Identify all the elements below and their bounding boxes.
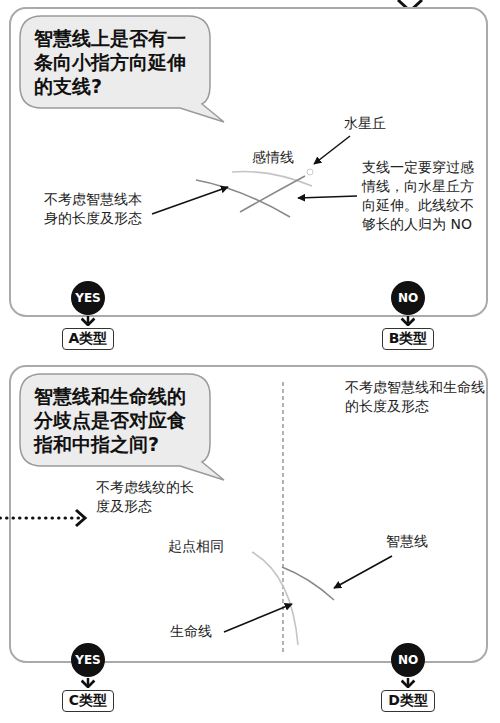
question-bubble: 智慧线和生命线的分歧点是否对应食指和中指之间? <box>20 374 210 466</box>
result-box: D类型 <box>381 690 435 712</box>
annotation: 生命线 <box>170 622 230 641</box>
flow-arrow <box>407 316 410 325</box>
leader-line <box>298 196 357 198</box>
divider <box>283 382 284 652</box>
node-text: C类型 <box>69 692 107 710</box>
flow-arrow <box>407 678 410 687</box>
leader-line <box>224 604 292 632</box>
answer-circle: YES <box>71 281 105 315</box>
leader-line <box>334 556 392 588</box>
node-text: NO <box>398 653 418 667</box>
node-text: B类型 <box>389 330 428 348</box>
annotation: 不考虑智慧线本身的长度及形态 <box>44 190 148 228</box>
annotation: 支线一定要穿过感情线，向水星丘方向延伸。此线纹不够长的人归为 NO <box>362 158 480 234</box>
annotation: 水星丘 <box>344 114 404 133</box>
mercury-mount <box>307 169 313 175</box>
leader-line <box>152 187 228 214</box>
panel <box>10 8 487 316</box>
annotation: 智慧线 <box>386 532 446 551</box>
result-box: B类型 <box>382 328 435 350</box>
node-text: D类型 <box>388 692 428 710</box>
branch-line <box>240 176 305 212</box>
wisdom-line <box>282 567 334 600</box>
result-box: C类型 <box>62 690 114 712</box>
node-text: YES <box>75 291 101 305</box>
answer-circle: NO <box>391 281 425 315</box>
dotted-arrow <box>0 517 80 520</box>
bubble-outline <box>20 374 224 480</box>
node-text: 智慧线上是否有一条向小指方向延伸的支线? <box>34 26 196 98</box>
flow-arrow <box>87 678 90 687</box>
dotted-arrow-head <box>76 510 85 526</box>
answer-circle: NO <box>391 643 425 677</box>
node-text: NO <box>398 291 418 305</box>
node-text: YES <box>75 653 101 667</box>
annotation: 不考虑线纹的长度及形态 <box>96 478 200 516</box>
annotation: 起点相同 <box>168 537 248 556</box>
node-text: A类型 <box>69 330 108 348</box>
question-bubble: 智慧线上是否有一条向小指方向延伸的支线? <box>20 16 210 108</box>
annotation: 不考虑智慧线和生命线的长度及形态 <box>345 378 489 416</box>
life-line <box>252 552 298 645</box>
bubble-outline <box>20 16 224 122</box>
node-text: 智慧线和生命线的分歧点是否对应食指和中指之间? <box>34 384 196 456</box>
wisdom-line <box>196 180 290 217</box>
result-box: A类型 <box>62 328 115 350</box>
flow-arrow <box>87 316 90 325</box>
annotation: 感情线 <box>252 148 312 167</box>
leader-line <box>314 136 350 164</box>
answer-circle: YES <box>71 643 105 677</box>
